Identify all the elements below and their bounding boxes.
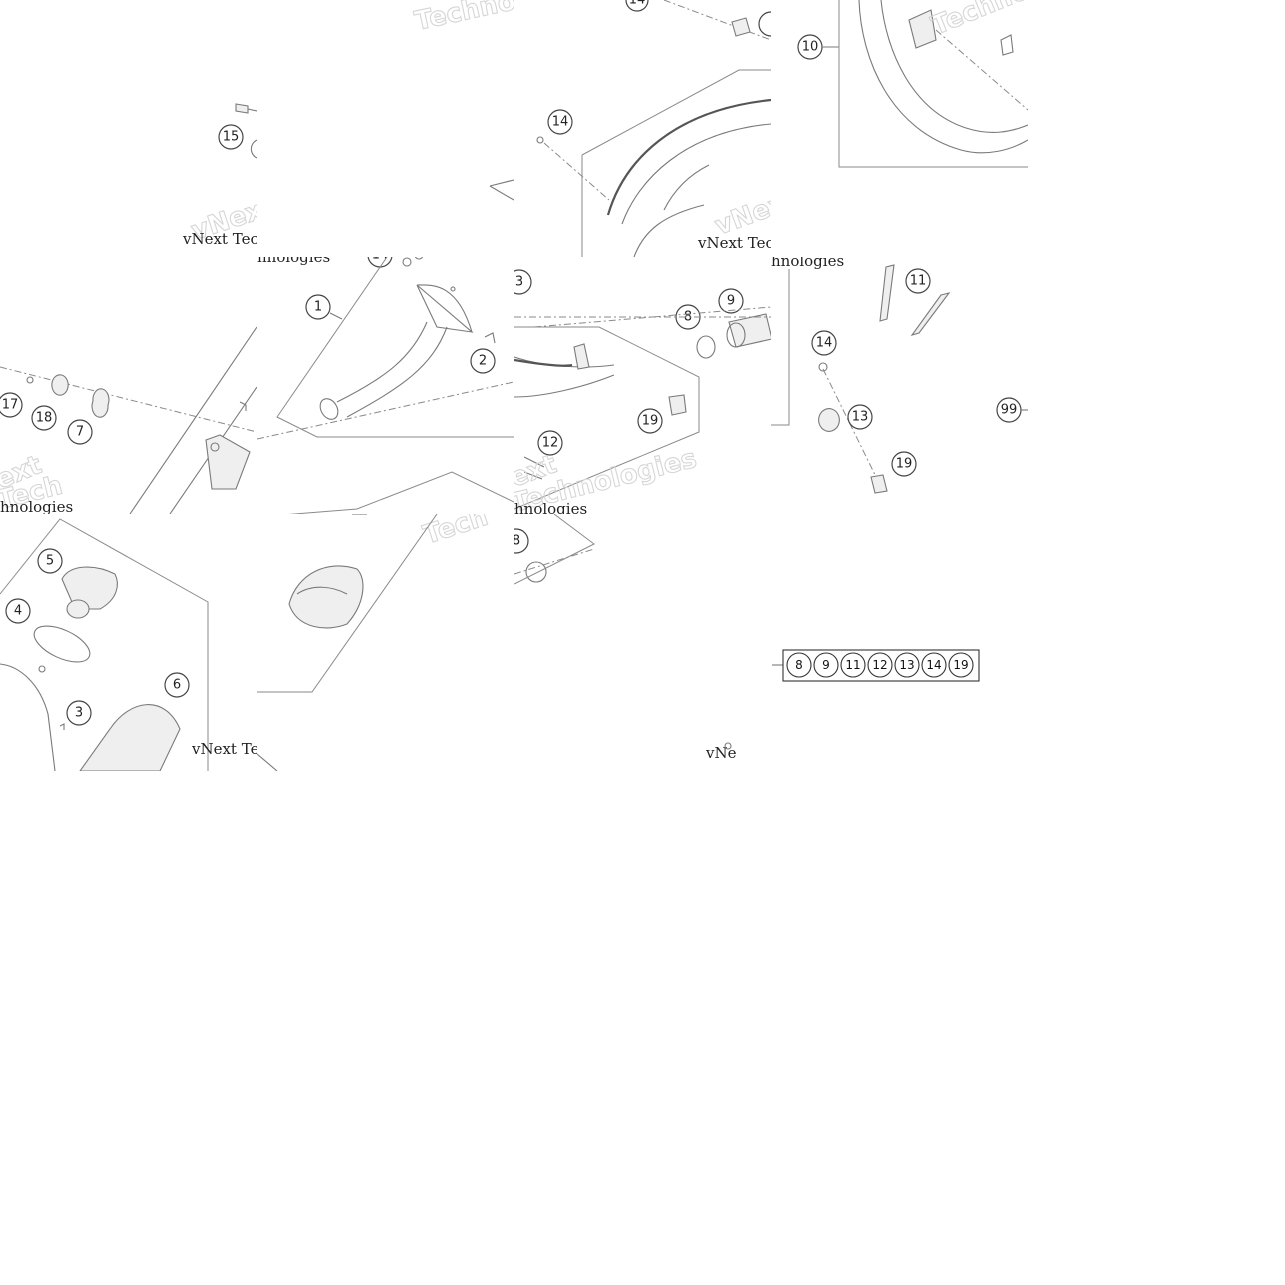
callout-14-mid: 14	[367, 257, 393, 268]
watermark-text: Technologies	[927, 0, 1028, 41]
callout-11: 11	[905, 268, 931, 294]
callout-1: 1	[305, 294, 331, 320]
svg-text:19: 19	[896, 457, 913, 472]
callout-7: 7	[67, 419, 93, 445]
svg-text:9: 9	[727, 294, 735, 309]
svg-text:13: 13	[852, 410, 869, 425]
kit-number-9: 9	[813, 652, 839, 678]
callout-8-bottom: 8	[514, 528, 529, 554]
kit-number-19: 19	[948, 652, 974, 678]
svg-text:7: 7	[76, 425, 84, 440]
svg-text:18: 18	[36, 411, 53, 426]
callout-14-right: 14	[811, 330, 837, 356]
diagram-tile-center: 14 hnologies 1 2	[257, 257, 514, 514]
callout-4: 4	[5, 598, 31, 624]
svg-text:14: 14	[552, 115, 569, 130]
svg-text:8: 8	[684, 310, 692, 325]
svg-text:4: 4	[14, 604, 22, 619]
callout-17: 17	[0, 392, 23, 418]
callout-19: 19	[637, 408, 663, 434]
kit-number-14: 14	[921, 652, 947, 678]
diagram-tile-top-right: 10 Technologies	[771, 0, 1028, 257]
svg-text:2: 2	[479, 354, 487, 369]
svg-text:3: 3	[75, 706, 83, 721]
svg-text:13: 13	[899, 658, 914, 672]
diagram-tile-middle-center-right: 3 8 9 19	[514, 257, 771, 514]
callout-1-edge	[758, 11, 771, 37]
callout-15: 15	[218, 124, 244, 150]
svg-text:12: 12	[542, 436, 559, 451]
svg-text:99: 99	[1001, 403, 1018, 418]
kit-number-11: 11	[840, 652, 866, 678]
watermark-text: Tech	[420, 514, 492, 551]
diagram-tile-top-middle: Techno	[257, 0, 514, 257]
callout-13: 13	[847, 404, 873, 430]
kit-number-12: 12	[867, 652, 893, 678]
svg-text:17: 17	[2, 398, 19, 413]
diagram-tile-top-center-right: 14 14 vNext vNext Tec	[514, 0, 771, 257]
svg-text:11: 11	[845, 658, 860, 672]
watermark-brand: vNext Tec	[191, 740, 257, 758]
callout-6: 6	[164, 672, 190, 698]
svg-text:6: 6	[173, 678, 181, 693]
svg-text:14: 14	[629, 0, 646, 8]
diagram-tile-bottom-right: 8 9 11 12 13 14 19	[771, 514, 1028, 771]
svg-text:19: 19	[953, 658, 968, 672]
callout-2: 2	[470, 348, 496, 374]
watermark-brand: vNext Tec	[697, 234, 771, 252]
svg-text:3: 3	[515, 275, 523, 290]
callout-12: 12	[537, 430, 563, 456]
watermark-brand: vNe	[705, 744, 737, 762]
kit-box	[782, 649, 980, 682]
callout-9: 9	[718, 288, 744, 314]
watermark-brand-tail: hnologies	[257, 257, 330, 266]
diagram-tile-middle-right: hnologies 11 14 13 19	[771, 257, 1028, 514]
svg-text:8: 8	[514, 534, 520, 549]
watermark-brand-tail: hnologies	[514, 500, 587, 514]
diagram-tile-top-left: 15 vNext vNext Tec	[0, 0, 257, 257]
callout-14-top: 14	[625, 0, 649, 12]
watermark-brand-tail: hnologies	[771, 257, 844, 270]
svg-text:14: 14	[816, 336, 833, 351]
callout-5: 5	[37, 548, 63, 574]
watermark-brand-tail: hnologies	[0, 498, 73, 514]
callout-14: 14	[547, 109, 573, 135]
callout-99: 99	[996, 397, 1022, 423]
svg-text:19: 19	[642, 414, 659, 429]
diagram-tile-middle-left: 17 18 7 ext Tech hnologies	[0, 257, 257, 514]
diagram-tile-bottom-left: 5 4 3 6 vNext Tec	[0, 514, 257, 771]
svg-text:14: 14	[926, 658, 941, 672]
svg-text:9: 9	[822, 658, 830, 672]
svg-text:11: 11	[910, 274, 927, 289]
callout-10: 10	[797, 34, 823, 60]
watermark-text: Techno	[412, 0, 514, 37]
svg-text:10: 10	[802, 40, 819, 55]
watermark-brand: vNext Tec	[182, 230, 257, 248]
callout-3: 3	[66, 700, 92, 726]
callout-18: 18	[31, 405, 57, 431]
kit-number-13: 13	[894, 652, 920, 678]
kit-number-8: 8	[786, 652, 812, 678]
svg-text:14: 14	[372, 257, 389, 263]
svg-text:15: 15	[223, 130, 240, 145]
svg-text:5: 5	[46, 554, 54, 569]
diagram-tile-bottom-center: Tech	[257, 514, 514, 771]
svg-text:8: 8	[795, 658, 803, 672]
kit-numbers: 8 9 11 12 13 14 19	[786, 652, 974, 678]
diagram-tile-bottom-center-right: 8 vNe	[514, 514, 771, 771]
svg-text:1: 1	[314, 300, 322, 315]
callout-19-right: 19	[891, 451, 917, 477]
svg-text:12: 12	[872, 658, 887, 672]
callout-3-edge: 3	[514, 269, 532, 295]
watermark-text: vNext	[711, 184, 771, 241]
